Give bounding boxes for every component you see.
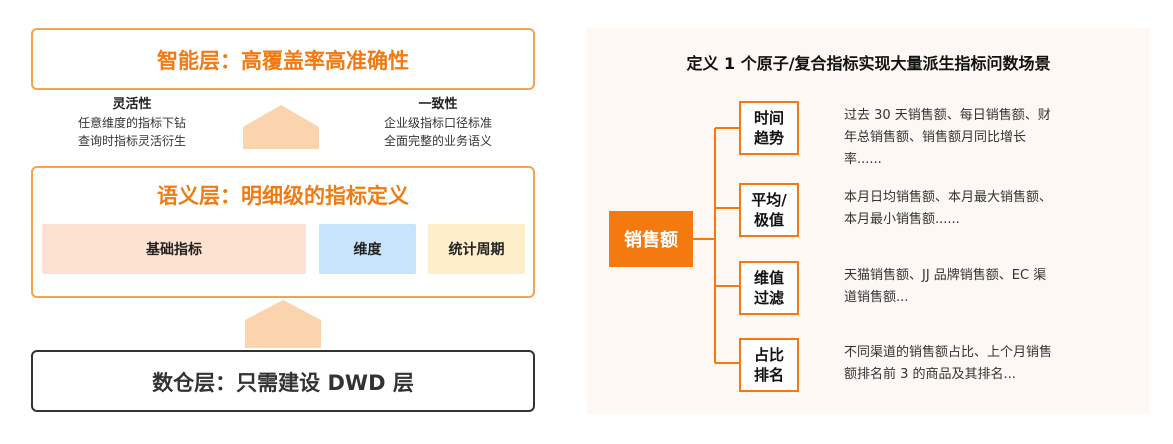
time-trend-node: 时间 趋势 <box>739 101 799 155</box>
share-rank-desc: 不同渠道的销售额占比、上个月销售 额排名前 3 的商品及其排名... <box>844 342 1134 386</box>
desc-line: 过去 30 天销售额、每日销售额、财 <box>844 108 1051 123</box>
node-label-line: 极值 <box>753 211 784 229</box>
value-filter-desc: 天猫销售额、JJ 品牌销售额、EC 渠 道销售额... <box>844 265 1134 309</box>
smart-layer-title: 智能层：高覆盖率高准确性 <box>157 49 409 73</box>
time-trend-desc: 过去 30 天销售额、每日销售额、财 年总销售额、销售额月同比增长 率.....… <box>844 105 1134 171</box>
average-extreme-node: 平均/ 极值 <box>739 183 799 237</box>
derived-metrics-panel: 定义 1 个原子/复合指标实现大量派生指标问数场景 销售额 时间 趋势 过去 3… <box>587 28 1150 414</box>
base-metric-chip: 基础指标 <box>42 224 306 274</box>
node-label-line: 时间 <box>753 109 784 127</box>
desc-line: 道销售额... <box>844 290 909 305</box>
node-label-line: 过滤 <box>753 289 784 307</box>
value-filter-node: 维值 过滤 <box>739 261 799 315</box>
desc-line: 额排名前 3 的商品及其排名... <box>844 367 1016 382</box>
flexibility-line: 任意维度的指标下钻 <box>77 116 186 130</box>
node-label-line: 占比 <box>753 346 784 364</box>
share-rank-node: 占比 排名 <box>739 338 799 392</box>
desc-line: 不同渠道的销售额占比、上个月销售 <box>844 345 1053 360</box>
warehouse-layer-box: 数仓层：只需建设 DWD 层 <box>31 350 535 412</box>
up-arrow-icon <box>243 105 319 149</box>
dimension-chip: 维度 <box>319 224 416 274</box>
desc-line: 本月最小销售额...... <box>844 212 960 227</box>
desc-line: 天猫销售额、JJ 品牌销售额、EC 渠 <box>844 268 1047 283</box>
node-label-line: 维值 <box>753 269 784 287</box>
node-label-line: 排名 <box>753 366 784 384</box>
node-label-line: 趋势 <box>753 129 784 147</box>
consistency-note: 一致性 企业级指标口径标准 全面完整的业务语义 <box>363 96 513 150</box>
semantic-layer-title: 语义层：明细级的指标定义 <box>157 184 409 208</box>
consistency-line: 全面完整的业务语义 <box>383 134 492 148</box>
up-arrow-icon <box>245 300 321 348</box>
warehouse-layer-title: 数仓层：只需建设 DWD 层 <box>152 371 414 395</box>
panel-title: 定义 1 个原子/复合指标实现大量派生指标问数场景 <box>686 54 1051 73</box>
desc-line: 年总销售额、销售额月同比增长 <box>844 130 1027 145</box>
consistency-title: 一致性 <box>418 97 458 112</box>
consistency-line: 企业级指标口径标准 <box>383 116 492 130</box>
desc-line: 本月日均销售额、本月最大销售额、 <box>844 190 1053 205</box>
flexibility-title: 灵活性 <box>112 97 152 112</box>
node-label-line: 平均/ <box>751 191 787 209</box>
semantic-layer-box: 语义层：明细级的指标定义 基础指标 维度 统计周期 <box>31 166 535 298</box>
flexibility-note: 灵活性 任意维度的指标下钻 查询时指标灵活衍生 <box>57 96 207 150</box>
smart-layer-box: 智能层：高覆盖率高准确性 <box>31 28 535 90</box>
tree-connector-lines <box>693 127 739 364</box>
average-extreme-desc: 本月日均销售额、本月最大销售额、 本月最小销售额...... <box>844 187 1134 231</box>
flexibility-line: 查询时指标灵活衍生 <box>77 134 186 148</box>
sales-root-node: 销售额 <box>609 211 693 267</box>
desc-line: 率...... <box>844 152 882 167</box>
period-chip: 统计周期 <box>428 224 525 274</box>
